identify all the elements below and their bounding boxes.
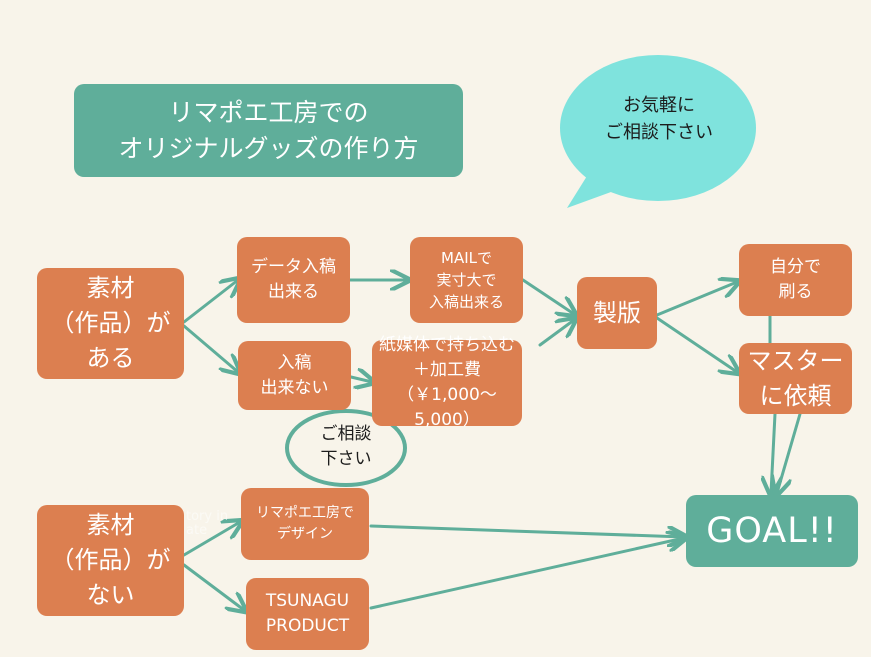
speech-bubble-text: お気軽に ご相談下さい <box>605 95 713 143</box>
node-master-request: マスター に依頼 <box>739 343 852 414</box>
consult-oval-outline <box>285 409 407 487</box>
arrow-nomaterial-to-design <box>182 522 240 557</box>
arrow-design-to-goal <box>369 524 684 537</box>
node-paper-media: 紙媒体で持ち込む ＋加工費 （￥1,000〜5,000） <box>372 335 522 430</box>
arrow-material-to-data <box>182 280 238 324</box>
consult-oval-text: ご相談 下さい <box>320 424 372 469</box>
arrow-mail-to-plate <box>521 278 574 314</box>
arrow-paper-to-plate <box>538 320 574 347</box>
node-data-impossible: 入稿 出来ない <box>238 341 351 410</box>
arrow-tsunagu-to-goal <box>369 538 684 610</box>
arrow-master-to-goal-b <box>777 412 802 493</box>
node-material-no: 素材 （作品）が ない <box>37 505 184 616</box>
arrow-material-to-nodata <box>182 324 238 372</box>
node-data-possible: データ入稿 出来る <box>237 237 350 323</box>
node-goal: GOAL!! <box>686 495 858 567</box>
arrow-master-to-goal-a <box>771 412 775 493</box>
node-platemaking: 製版 <box>577 277 657 349</box>
arrow-plate-to-self <box>655 282 737 317</box>
node-material-yes: 素材 （作品）が ある <box>37 268 184 379</box>
node-rimapoe-design: リマポエ工房で デザイン <box>241 488 369 560</box>
node-self-print: 自分で 刷る <box>739 244 852 316</box>
node-tsunagu-product: TSUNAGU PRODUCT <box>246 578 369 650</box>
node-mail-actual-size: MAILで 実寸大で 入稿出来る <box>410 237 523 323</box>
ghost-overlay-text: tory in ate <box>186 509 229 538</box>
arrow-nodata-to-paper <box>349 377 372 382</box>
page-title: リマポエ工房での オリジナルグッズの作り方 <box>74 84 463 177</box>
arrow-plate-to-master <box>655 316 737 372</box>
arrow-nomaterial-to-tsunagu <box>182 563 244 610</box>
speech-bubble <box>560 55 756 208</box>
